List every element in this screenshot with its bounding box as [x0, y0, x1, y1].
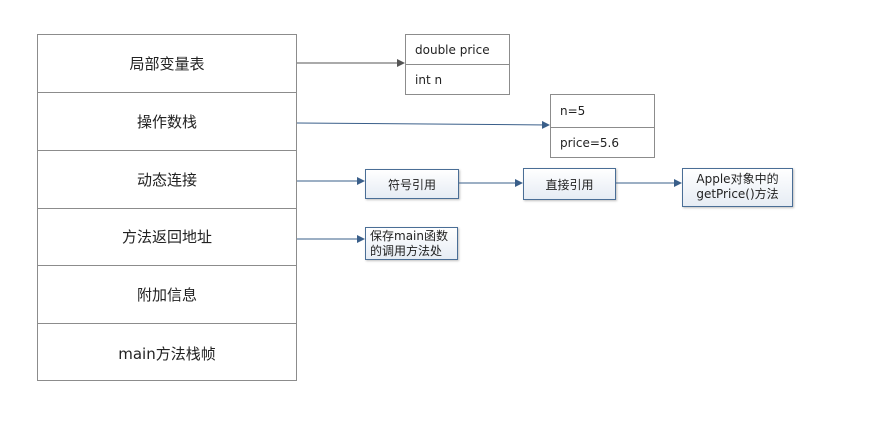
local-var-entry: double price — [406, 35, 509, 65]
local-var-text: double price — [415, 42, 490, 57]
direct-ref-box: 直接引用 — [523, 168, 616, 200]
frame-row-dynamic-link: 动态连接 — [38, 151, 296, 209]
method-target-box: Apple对象中的 getPrice()方法 — [682, 168, 793, 207]
local-var-text: int n — [415, 72, 443, 87]
direct-ref-label: 直接引用 — [545, 177, 594, 192]
operand-entry: n=5 — [551, 95, 654, 128]
frame-row-extra-info: 附加信息 — [38, 266, 296, 324]
frame-row-local-vars: 局部变量表 — [38, 35, 296, 93]
symbol-ref-label: 符号引用 — [387, 177, 436, 192]
method-target-line: getPrice()方法 — [696, 187, 779, 201]
frame-row-label: main方法栈帧 — [118, 344, 216, 363]
local-var-entry: int n — [406, 65, 509, 94]
frame-row-label: 方法返回地址 — [121, 228, 212, 246]
return-address-box: 保存main函数 的调用方法处 — [365, 227, 458, 260]
local-vars-box: double price int n — [405, 34, 510, 95]
return-address-line: 保存main函数 — [370, 229, 448, 243]
arrow-operand-stack — [296, 120, 550, 129]
frame-row-return-address: 方法返回地址 — [38, 208, 296, 266]
frame-row-operand-stack: 操作数栈 — [38, 93, 296, 151]
stack-frame: 局部变量表 操作数栈 动态连接 方法返回地址 附加信息 main方法栈帧 — [37, 34, 297, 381]
symbol-ref-box: 符号引用 — [365, 169, 459, 199]
frame-row-label: 局部变量表 — [129, 55, 205, 73]
operand-text: n=5 — [560, 104, 586, 118]
frame-row-label: 附加信息 — [136, 286, 197, 304]
frame-row-label: 动态连接 — [136, 171, 197, 189]
frame-row-main-method: main方法栈帧 — [38, 324, 296, 382]
operand-entry: price=5.6 — [551, 128, 654, 157]
operand-text: price=5.6 — [560, 135, 620, 150]
return-address-line: 的调用方法处 — [370, 244, 443, 258]
frame-row-label: 操作数栈 — [136, 113, 197, 131]
operand-stack-box: n=5 price=5.6 — [550, 94, 655, 158]
method-target-line: Apple对象中的 — [696, 172, 779, 186]
